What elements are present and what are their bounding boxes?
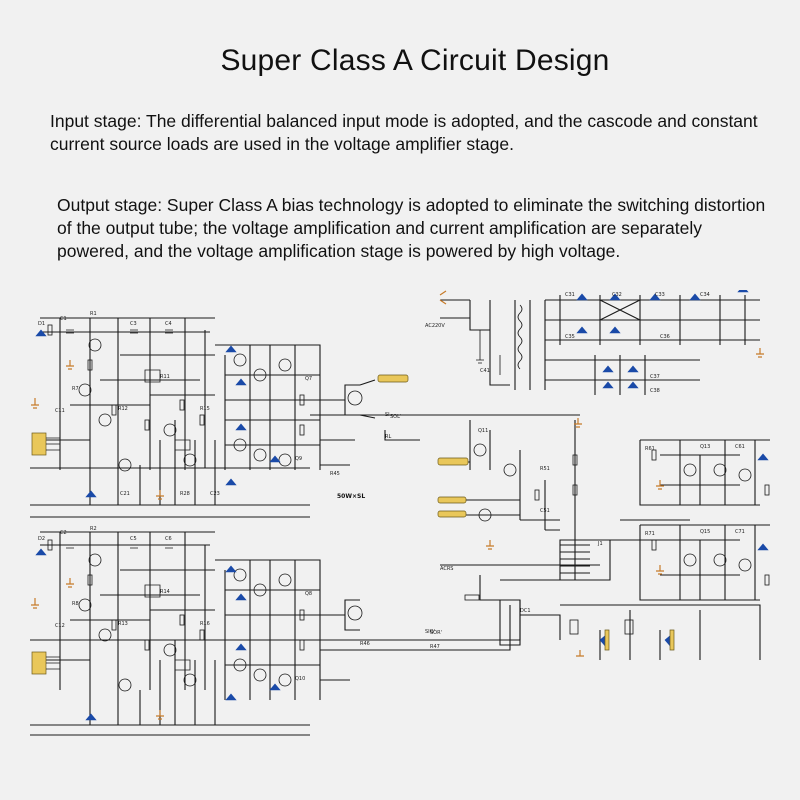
svg-text:SOL': SOL' [390,414,401,420]
svg-text:C21: C21 [120,491,130,497]
svg-text:ACRS: ACRS [440,566,453,572]
svg-text:R61: R61 [645,446,655,452]
svg-text:C11: C11 [55,408,65,414]
page-title: Super Class A Circuit Design [220,44,610,77]
svg-text:R11: R11 [160,374,170,380]
svg-text:J1: J1 [597,541,603,547]
svg-text:Q11: Q11 [478,428,488,434]
svg-text:C37: C37 [650,374,660,380]
svg-text:R28: R28 [180,491,190,497]
svg-text:C1: C1 [60,316,67,322]
svg-text:C36: C36 [660,334,670,340]
output-stage-text: Output stage: Super Class A bias technol… [57,195,766,261]
svg-text:C41: C41 [480,368,490,374]
svg-text:Q15: Q15 [700,529,710,535]
svg-text:C34: C34 [700,292,710,298]
svg-text:C4: C4 [165,321,172,327]
svg-text:R12: R12 [118,406,128,412]
svg-text:R13: R13 [118,621,128,627]
svg-text:SOR': SOR' [430,630,442,636]
svg-text:Q9: Q9 [295,456,302,462]
svg-text:C51: C51 [540,508,550,514]
svg-text:R15: R15 [200,406,210,412]
input-stage-text: Input stage: The differential balanced i… [50,111,758,154]
svg-text:DC1: DC1 [520,608,531,614]
channel-label-upper: 50W×SL [337,493,365,500]
svg-text:C38: C38 [650,388,660,394]
svg-text:C3: C3 [130,321,137,327]
svg-text:R45: R45 [330,471,340,477]
svg-text:C32: C32 [612,292,622,298]
ac-label: AC220V [425,323,445,329]
svg-text:Q10: Q10 [295,676,305,682]
svg-text:Q13: Q13 [700,444,710,450]
svg-text:SIO': SIO' [425,629,435,635]
svg-text:RL: RL [385,434,391,440]
svg-text:C61: C61 [735,444,745,450]
svg-text:D2: D2 [38,536,45,542]
svg-text:C5: C5 [130,536,137,542]
svg-text:R71: R71 [645,531,655,537]
svg-text:C12: C12 [55,623,65,629]
svg-text:R51: R51 [540,466,550,472]
svg-text:D1: D1 [38,321,45,327]
svg-text:R47: R47 [430,644,440,650]
regulator-section: R61 Q13 C61 R71 Q15 C71 [639,439,770,601]
svg-text:R14: R14 [160,589,170,595]
svg-text:Q8: Q8 [305,591,312,597]
svg-text:R46: R46 [360,641,370,647]
svg-text:C31: C31 [565,292,575,298]
svg-text:R8: R8 [72,601,79,607]
svg-text:C71: C71 [735,529,745,535]
svg-text:Q7: Q7 [305,376,312,382]
svg-text:C23: C23 [210,491,220,497]
svg-text:C2: C2 [60,530,67,536]
svg-text:C6: C6 [165,536,172,542]
svg-text:R2: R2 [90,526,97,532]
svg-text:R7: R7 [72,386,79,392]
svg-text:R1: R1 [90,311,97,317]
svg-text:C35: C35 [565,334,575,340]
svg-text:R16: R16 [200,621,210,627]
svg-text:C33: C33 [655,292,665,298]
